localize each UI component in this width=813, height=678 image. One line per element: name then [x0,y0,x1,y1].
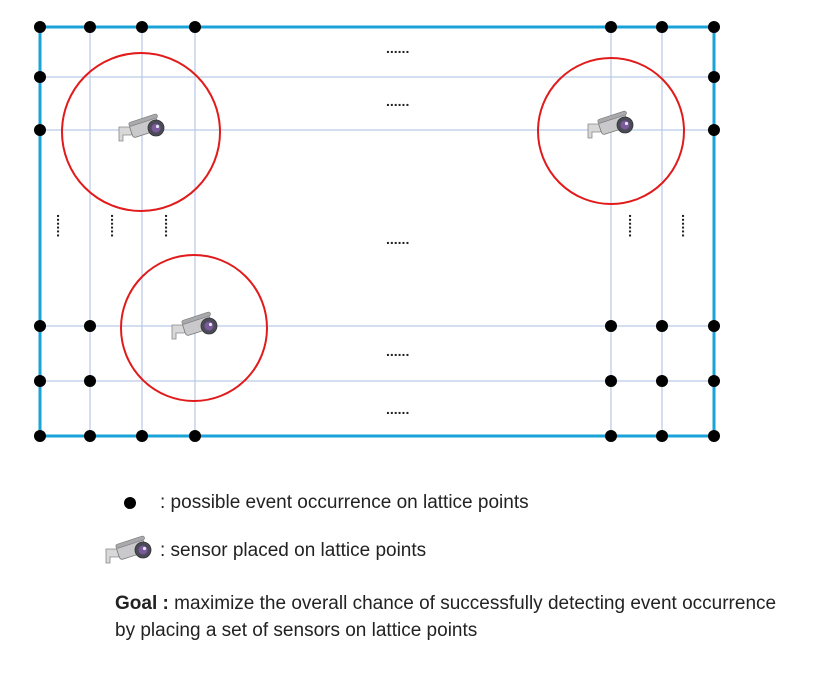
grid-lines [40,27,714,436]
ellipsis-row-1: ...... [386,93,409,109]
coverage-circle-1 [61,52,221,212]
lattice-points [34,21,720,442]
ellipsis-vertical-2: ...... [108,214,124,237]
lattice-point-icon [656,320,668,332]
ellipsis-vertical-3: ...... [162,214,178,237]
goal-text: maximize the overall chance of successfu… [115,593,777,641]
lattice-point-icon [605,320,617,332]
lattice-point-icon [656,375,668,387]
lattice-point-icon [708,320,720,332]
ellipsis-vertical-5: ...... [679,214,695,237]
ellipsis-bottom: ...... [386,401,409,417]
lattice-diagram: ...... ...... ...... ...... ...... .....… [34,21,720,442]
legend-sensor-text: : sensor placed on lattice points [160,540,427,561]
lattice-point-icon [34,71,46,83]
lattice-point-icon [34,124,46,136]
camera-sensor-legend-icon [100,534,160,568]
lattice-point-icon [708,21,720,33]
lattice-point-legend-icon [100,495,160,511]
coverage-circle-3 [537,57,685,205]
legend-point-text: : possible event occurrence on lattice p… [160,492,529,513]
lattice-point-icon [708,430,720,442]
coverage-circles [61,52,685,402]
lattice-point-icon [605,21,617,33]
goal-statement: Goal : maximize the overall chance of su… [115,590,795,644]
lattice-point-icon [34,320,46,332]
lattice-point-icon [34,375,46,387]
coverage-circle-2 [120,254,268,402]
lattice-point-icon [84,21,96,33]
lattice-point-icon [656,430,668,442]
legend-sensor-row: : sensor placed on lattice points [100,534,426,568]
lattice-point-icon [84,320,96,332]
ellipsis-middle: ...... [386,231,409,247]
ellipsis-vertical-1: ...... [54,214,70,237]
goal-label: Goal : [115,593,169,614]
ellipsis-markers: ...... ...... ...... ...... ...... .....… [54,40,695,417]
lattice-point-icon [84,430,96,442]
lattice-point-icon [708,124,720,136]
lattice-point-icon [189,21,201,33]
ellipsis-row-3: ...... [386,343,409,359]
ellipsis-top: ...... [386,40,409,56]
lattice-point-icon [708,71,720,83]
lattice-point-icon [605,430,617,442]
lattice-point-icon [34,430,46,442]
sensors [118,110,634,340]
lattice-point-icon [656,21,668,33]
legend-point-row: : possible event occurrence on lattice p… [100,492,529,514]
lattice-point-icon [34,21,46,33]
lattice-border [38,25,716,438]
lattice-point-icon [189,430,201,442]
lattice-point-icon [136,430,148,442]
lattice-point-icon [708,375,720,387]
lattice-point-icon [84,375,96,387]
lattice-point-icon [136,21,148,33]
lattice-point-icon [605,375,617,387]
ellipsis-vertical-4: ...... [626,214,642,237]
